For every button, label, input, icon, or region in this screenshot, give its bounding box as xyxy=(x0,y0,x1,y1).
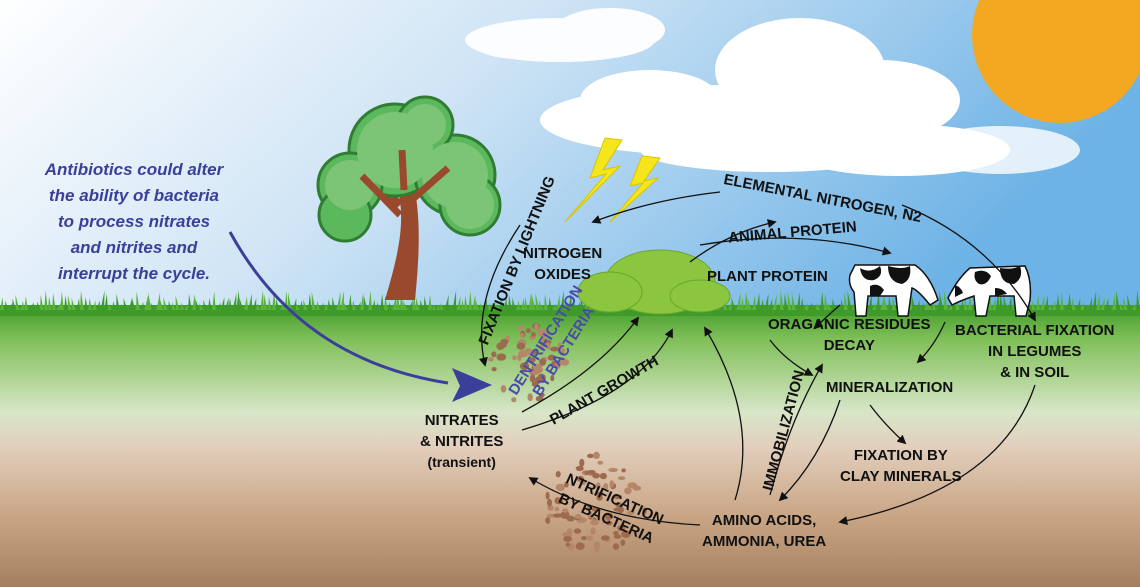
antibiotic-arrow xyxy=(228,231,449,385)
arrow-bacterial-to-mineralization xyxy=(916,321,946,364)
note-line: and nitrites and xyxy=(70,238,198,257)
label-mineralization: MINERALIZATION xyxy=(826,379,954,396)
label-line: ORAGANIC RESIDUES xyxy=(768,316,931,333)
arrow-amino-to-nitrates xyxy=(528,477,701,526)
arrow-plant-growth-upper xyxy=(521,316,640,413)
label-line: NITROGEN xyxy=(523,245,603,262)
arrow-lightning-to-nitrates xyxy=(478,224,521,367)
bacteria-icon xyxy=(488,323,570,403)
arrow-plant-growth-lower xyxy=(521,328,673,431)
label-line: & IN SOIL xyxy=(1000,364,1070,381)
sun-icon xyxy=(972,0,1140,123)
note-line: the ability of bacteria xyxy=(48,186,220,205)
label-line: CLAY MINERALS xyxy=(840,468,962,485)
label-line: AMMONIA, UREA xyxy=(702,533,827,550)
label-line: DECAY xyxy=(823,337,875,354)
label-plant-protein: PLANT PROTEIN xyxy=(707,268,828,285)
arrow-residues-to-mineralization xyxy=(769,339,814,376)
lightning-icon xyxy=(564,137,661,223)
note-line: interrupt the cycle. xyxy=(57,264,211,283)
antibiotic-arrowhead xyxy=(452,368,492,402)
arrow-cow-to-residues xyxy=(813,304,841,330)
label-organic-residues: ORAGANIC RESIDUES DECAY xyxy=(768,314,931,356)
arrow-elemental-to-bacterial xyxy=(901,204,1036,322)
note-line: Antibiotics could alter xyxy=(44,160,224,179)
cloud-icon xyxy=(920,126,1080,174)
note-line: to process nitrates xyxy=(57,212,211,231)
label-amino-acids: AMINO ACIDS, AMMONIA, UREA xyxy=(702,510,826,552)
cow-icon xyxy=(848,264,939,317)
arrow-immobilization-up xyxy=(769,363,823,496)
label-line: (transient) xyxy=(427,454,496,470)
cycle-arrows xyxy=(478,191,1036,526)
label-line: OXIDES xyxy=(534,266,591,283)
arrow-bush-to-plant-protein xyxy=(689,219,777,263)
label-nitrogen-oxides: NITROGEN OXIDES xyxy=(523,243,602,285)
label-line: & NITRITES xyxy=(420,433,504,450)
cloud-icon xyxy=(540,18,1010,176)
tree-icon xyxy=(316,95,502,300)
arrow-animal-protein xyxy=(699,237,892,256)
cow-icon xyxy=(947,265,1032,317)
arrow-mineralization-to-clay xyxy=(869,404,907,445)
arrow-bacterial-to-amino xyxy=(838,384,1036,526)
label-bacterial-fixation: BACTERIAL FIXATION IN LEGUMES & IN SOIL xyxy=(955,320,1114,383)
arrow-amino-to-plant xyxy=(704,326,744,501)
label-line: BACTERIAL FIXATION xyxy=(955,322,1115,339)
label-line: FIXATION BY xyxy=(853,447,948,464)
label-nitrates-nitrites: NITRATES & NITRITES (transient) xyxy=(420,410,503,473)
arrow-mineralization-to-amino xyxy=(778,399,841,502)
label-line: AMINO ACIDS, xyxy=(711,512,817,529)
arrow-elemental-to-lightning xyxy=(591,191,721,224)
label-fixation-by-clay: FIXATION BY CLAY MINERALS xyxy=(840,445,962,487)
antibiotics-note: Antibiotics could alter the ability of b… xyxy=(14,157,254,287)
bacteria-icon xyxy=(545,451,647,553)
label-line: IN LEGUMES xyxy=(988,343,1082,360)
bush-icon xyxy=(577,249,731,315)
label-line: NITRATES xyxy=(424,412,499,429)
cloud-icon xyxy=(465,8,665,62)
